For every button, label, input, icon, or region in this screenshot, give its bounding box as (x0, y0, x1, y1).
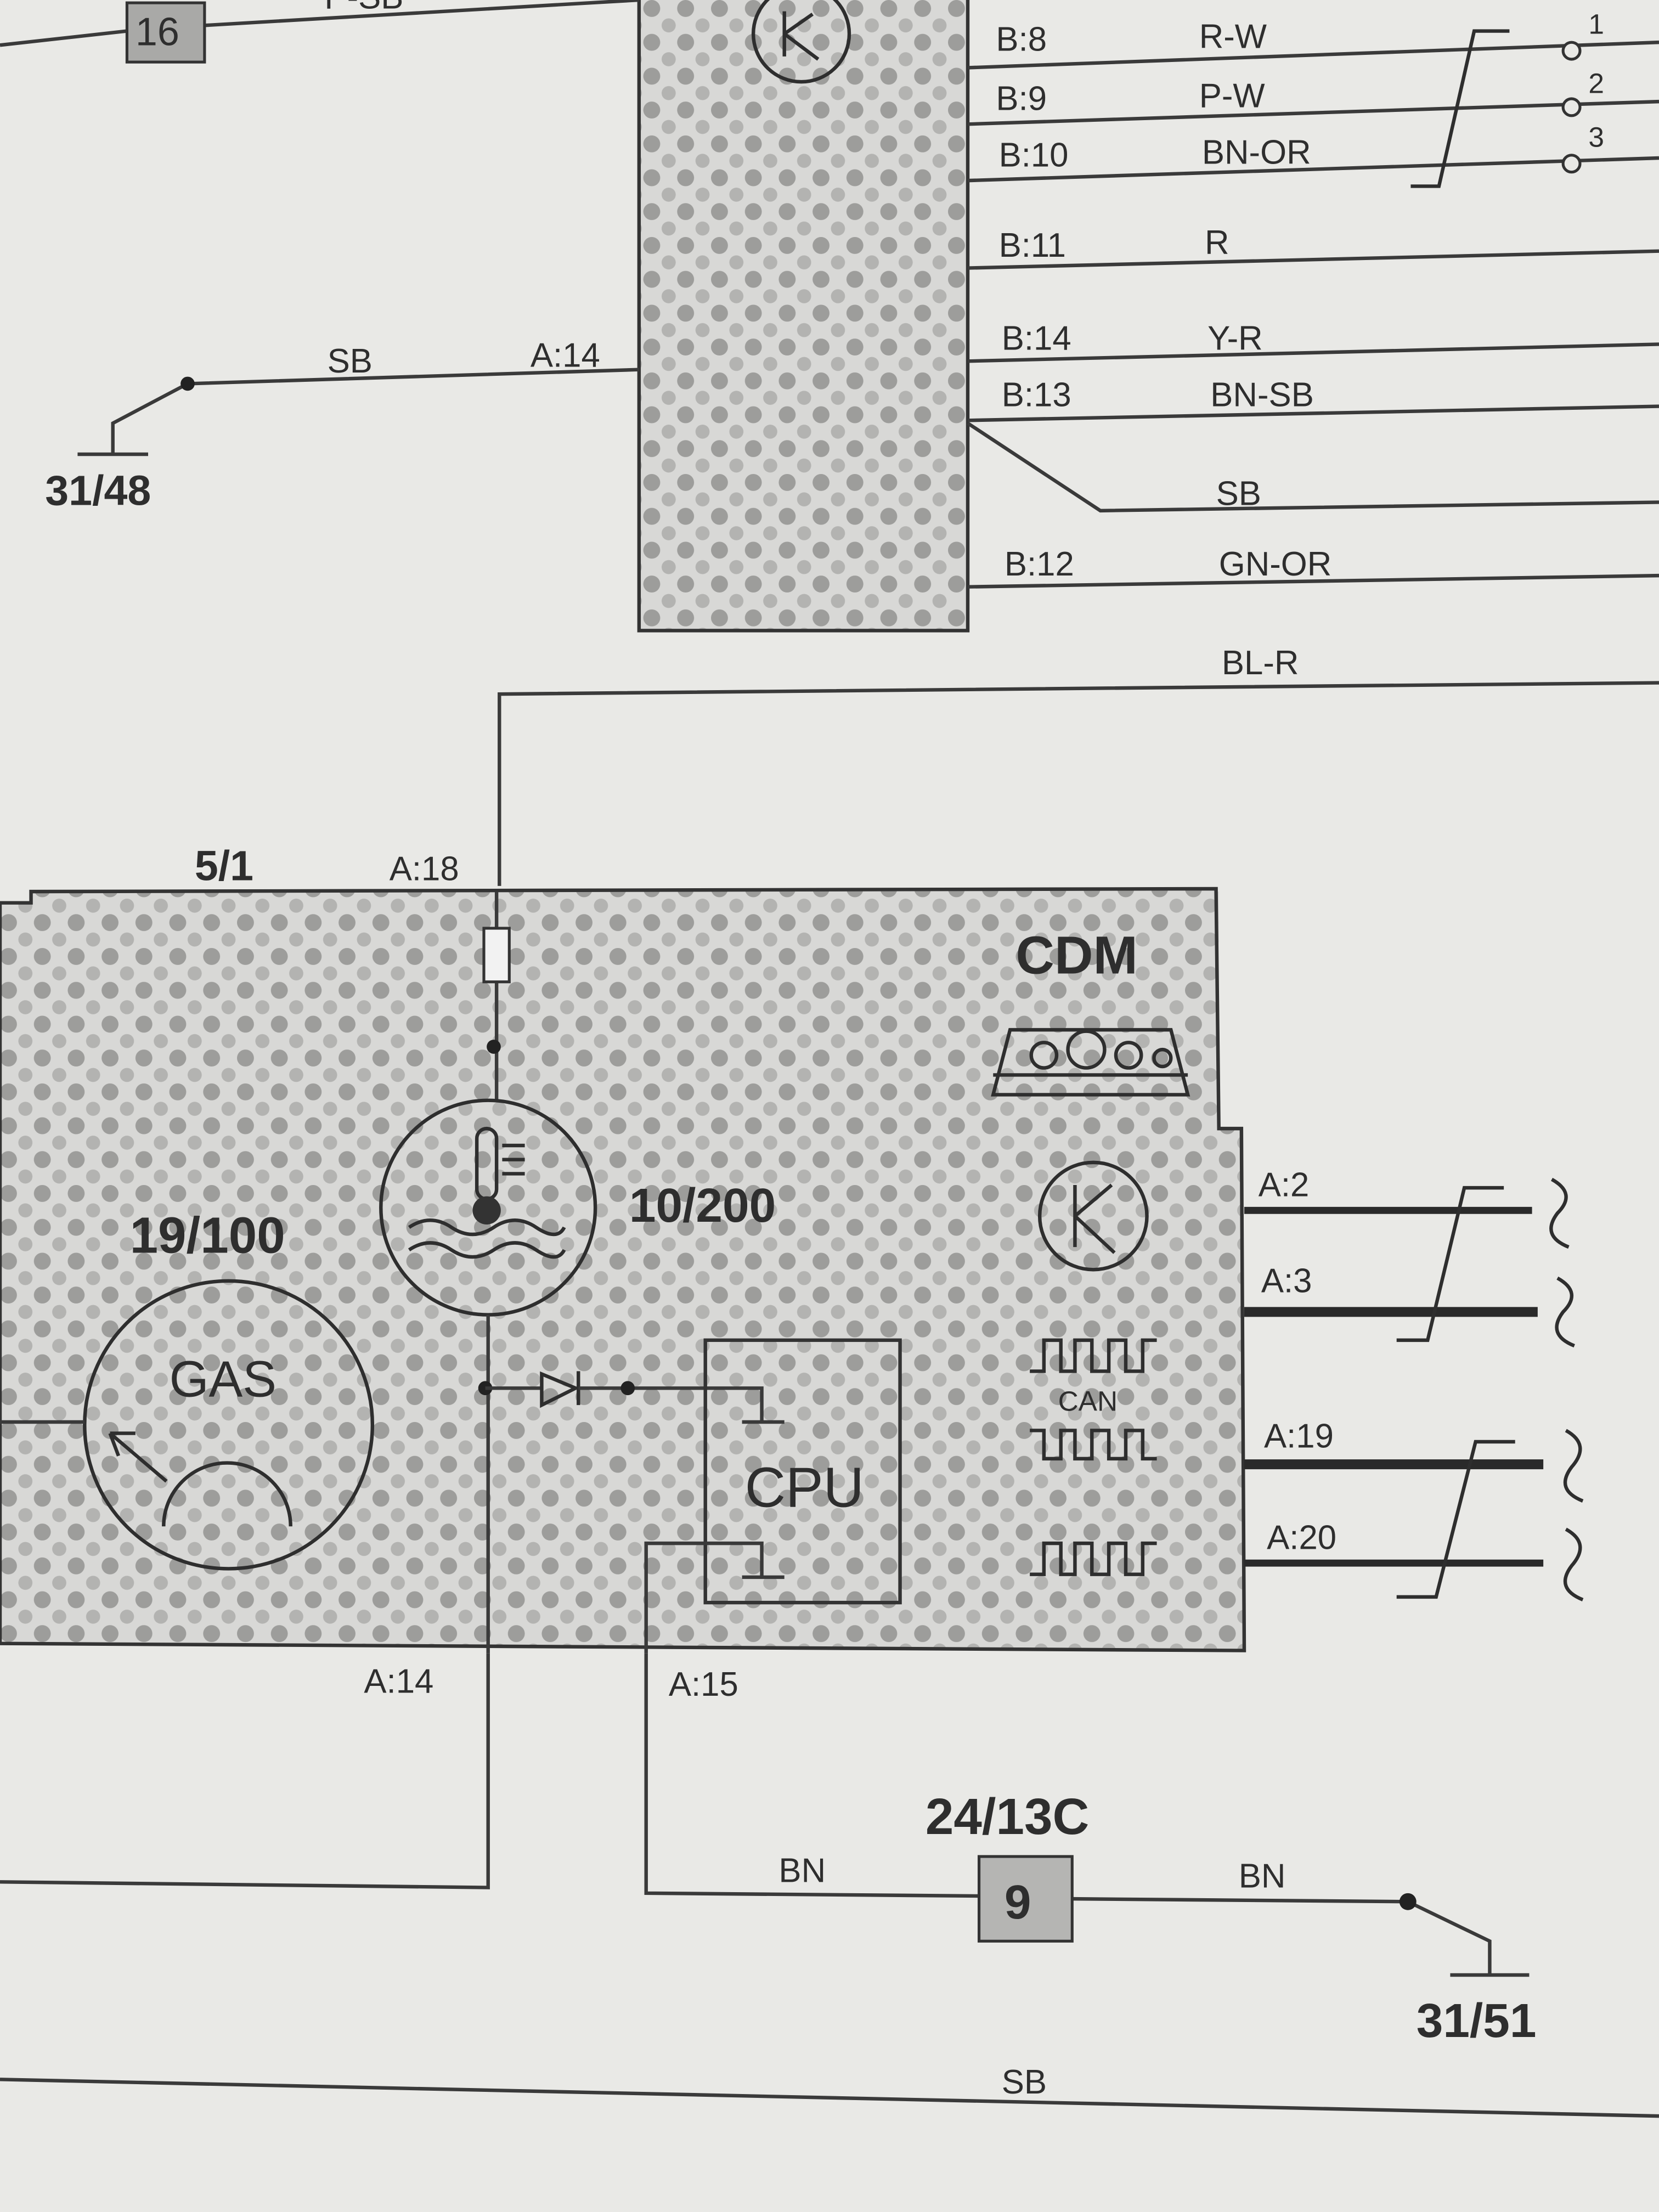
transistor-icon (1037, 1160, 1149, 1272)
ground-label: 31/51 (1417, 1994, 1537, 2047)
wire-label: P-W (1199, 77, 1266, 115)
bl-r-wire: BL-R (498, 644, 1659, 886)
bottom-wire: SB (0, 2063, 1659, 2118)
cpu-block: CPU (703, 1338, 902, 1605)
connector-number: 9 (1005, 1875, 1031, 1929)
ground-circuit: 9 24/13C BN BN 31/51 (0, 1653, 1537, 2047)
wire-label: R-W (1199, 18, 1267, 55)
wire-label: SB (328, 342, 373, 380)
fuel-gauge-ref: 19/100 (130, 1206, 285, 1263)
pin-label: B:8 (996, 21, 1047, 59)
pin-label: B:12 (1005, 545, 1074, 583)
pin-label: A:3 (1261, 1262, 1312, 1300)
wire-label: BL-R (1222, 644, 1299, 682)
can-label: CAN (1058, 1385, 1118, 1417)
pin-label: A:19 (1264, 1417, 1334, 1455)
transistor-icon (751, 0, 851, 84)
fuel-gauge: 19/100 GAS (0, 1206, 375, 1571)
module-position: 5/1 (195, 843, 253, 890)
wire-label: P-SB (324, 0, 403, 16)
wire-label: BN (778, 1852, 826, 1889)
pin-label: A:15 (669, 1666, 738, 1703)
ground-label: 31/48 (45, 467, 151, 515)
pin-label: B:10 (999, 136, 1069, 174)
pin-label: A:20 (1267, 1519, 1336, 1556)
wire-label: BN-SB (1210, 376, 1314, 414)
wire-label: Y-R (1207, 320, 1263, 358)
terminal-label: 3 (1588, 121, 1604, 153)
pin-label: A:14 (531, 337, 600, 375)
fuel-gauge-label: GAS (170, 1351, 276, 1408)
module-title: CDM (1015, 925, 1138, 985)
temp-gauge-ref: 10/200 (629, 1178, 776, 1232)
top-control-module (637, 0, 970, 633)
pin-label: B:13 (1002, 376, 1071, 414)
wire-label: GN-OR (1219, 545, 1332, 583)
pin-label: A:2 (1259, 1166, 1310, 1204)
fuse-number: 16 (136, 10, 179, 54)
ground-31-48: SB A:14 31/48 (45, 337, 639, 515)
wire-label: BN (1239, 1858, 1286, 1895)
pin-label: A:14 (364, 1663, 433, 1701)
pin-label: B:11 (999, 227, 1066, 264)
can-bus-icon: CAN (1030, 1338, 1157, 1576)
pin-label: B:14 (1002, 320, 1071, 358)
wire-label: SB (1216, 475, 1261, 513)
pin-label: A:18 (390, 850, 459, 888)
wire-label: R (1205, 224, 1229, 262)
output-wires: 1 2 3 B:8 R-W B:9 P-W B:10 BN-OR B:11 R … (967, 8, 1659, 589)
cpu-label: CPU (745, 1455, 864, 1519)
fuse-16: 16 P-SB (0, 0, 640, 64)
wire-label: BN-OR (1202, 133, 1311, 171)
terminal-label: 1 (1588, 8, 1604, 40)
terminal-label: 2 (1588, 67, 1604, 99)
pin-label: B:9 (996, 80, 1047, 118)
fuse-icon (482, 927, 511, 984)
wire-label: SB (1002, 2063, 1047, 2101)
component-ref: 24/13C (926, 1788, 1089, 1845)
instrument-cluster-icon (991, 1028, 1190, 1097)
cdm-module: 5/1 A:18 CDM CAN 10/200 (0, 843, 1584, 1703)
